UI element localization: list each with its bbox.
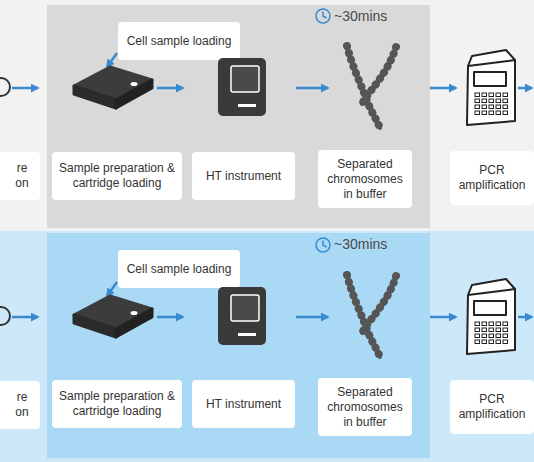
step-label: PCR amplification: [454, 163, 530, 193]
step-box: PCR amplification: [450, 151, 534, 205]
step-box: HT instrument: [192, 152, 295, 200]
step-box: re on: [0, 152, 40, 200]
step-label: Cell sample loading: [127, 262, 232, 277]
step-label: Sample preparation & cartridge loading: [56, 161, 178, 191]
step-box: Separated chromosomes in buffer: [318, 150, 412, 208]
step-box: Separated chromosomes in buffer: [318, 378, 412, 436]
row-art: [0, 9, 532, 128]
callout-box: Cell sample loading: [118, 250, 240, 288]
callout-box: Cell sample loading: [118, 22, 240, 60]
time-panel: ~30minsCell sample loadingSample prepara…: [47, 5, 430, 228]
step-box: HT instrument: [192, 380, 295, 428]
step-box: Sample preparation & cartridge loading: [52, 380, 182, 428]
duration-label: ~30mins: [334, 236, 387, 254]
step-label: re on: [12, 161, 32, 191]
row-art: [0, 238, 532, 357]
step-label: PCR amplification: [454, 392, 530, 422]
step-box: re on: [0, 381, 40, 429]
step-box: PCR amplification: [450, 380, 534, 434]
step-box: Sample preparation & cartridge loading: [52, 152, 182, 200]
time-panel: ~30minsCell sample loadingSample prepara…: [47, 233, 430, 458]
duration-label: ~30mins: [334, 8, 387, 26]
bottom-band: [0, 231, 534, 462]
step-label: Separated chromosomes in buffer: [324, 385, 406, 430]
step-label: HT instrument: [206, 397, 281, 412]
step-label: Separated chromosomes in buffer: [324, 157, 406, 202]
step-label: HT instrument: [206, 169, 281, 184]
top-band: [0, 0, 534, 230]
step-label: Cell sample loading: [127, 34, 232, 49]
step-label: re on: [12, 390, 32, 420]
step-label: Sample preparation & cartridge loading: [56, 389, 178, 419]
